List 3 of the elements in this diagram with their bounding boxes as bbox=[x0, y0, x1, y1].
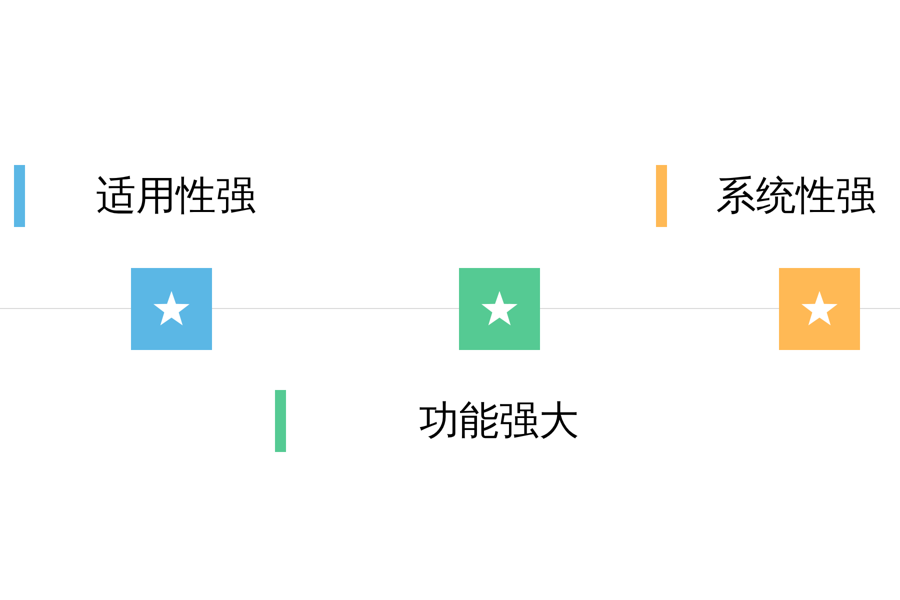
feature-label: 适用性强 bbox=[96, 172, 256, 220]
feature-label: 功能强大 bbox=[419, 397, 579, 445]
feature-label: 系统性强 bbox=[716, 172, 876, 220]
